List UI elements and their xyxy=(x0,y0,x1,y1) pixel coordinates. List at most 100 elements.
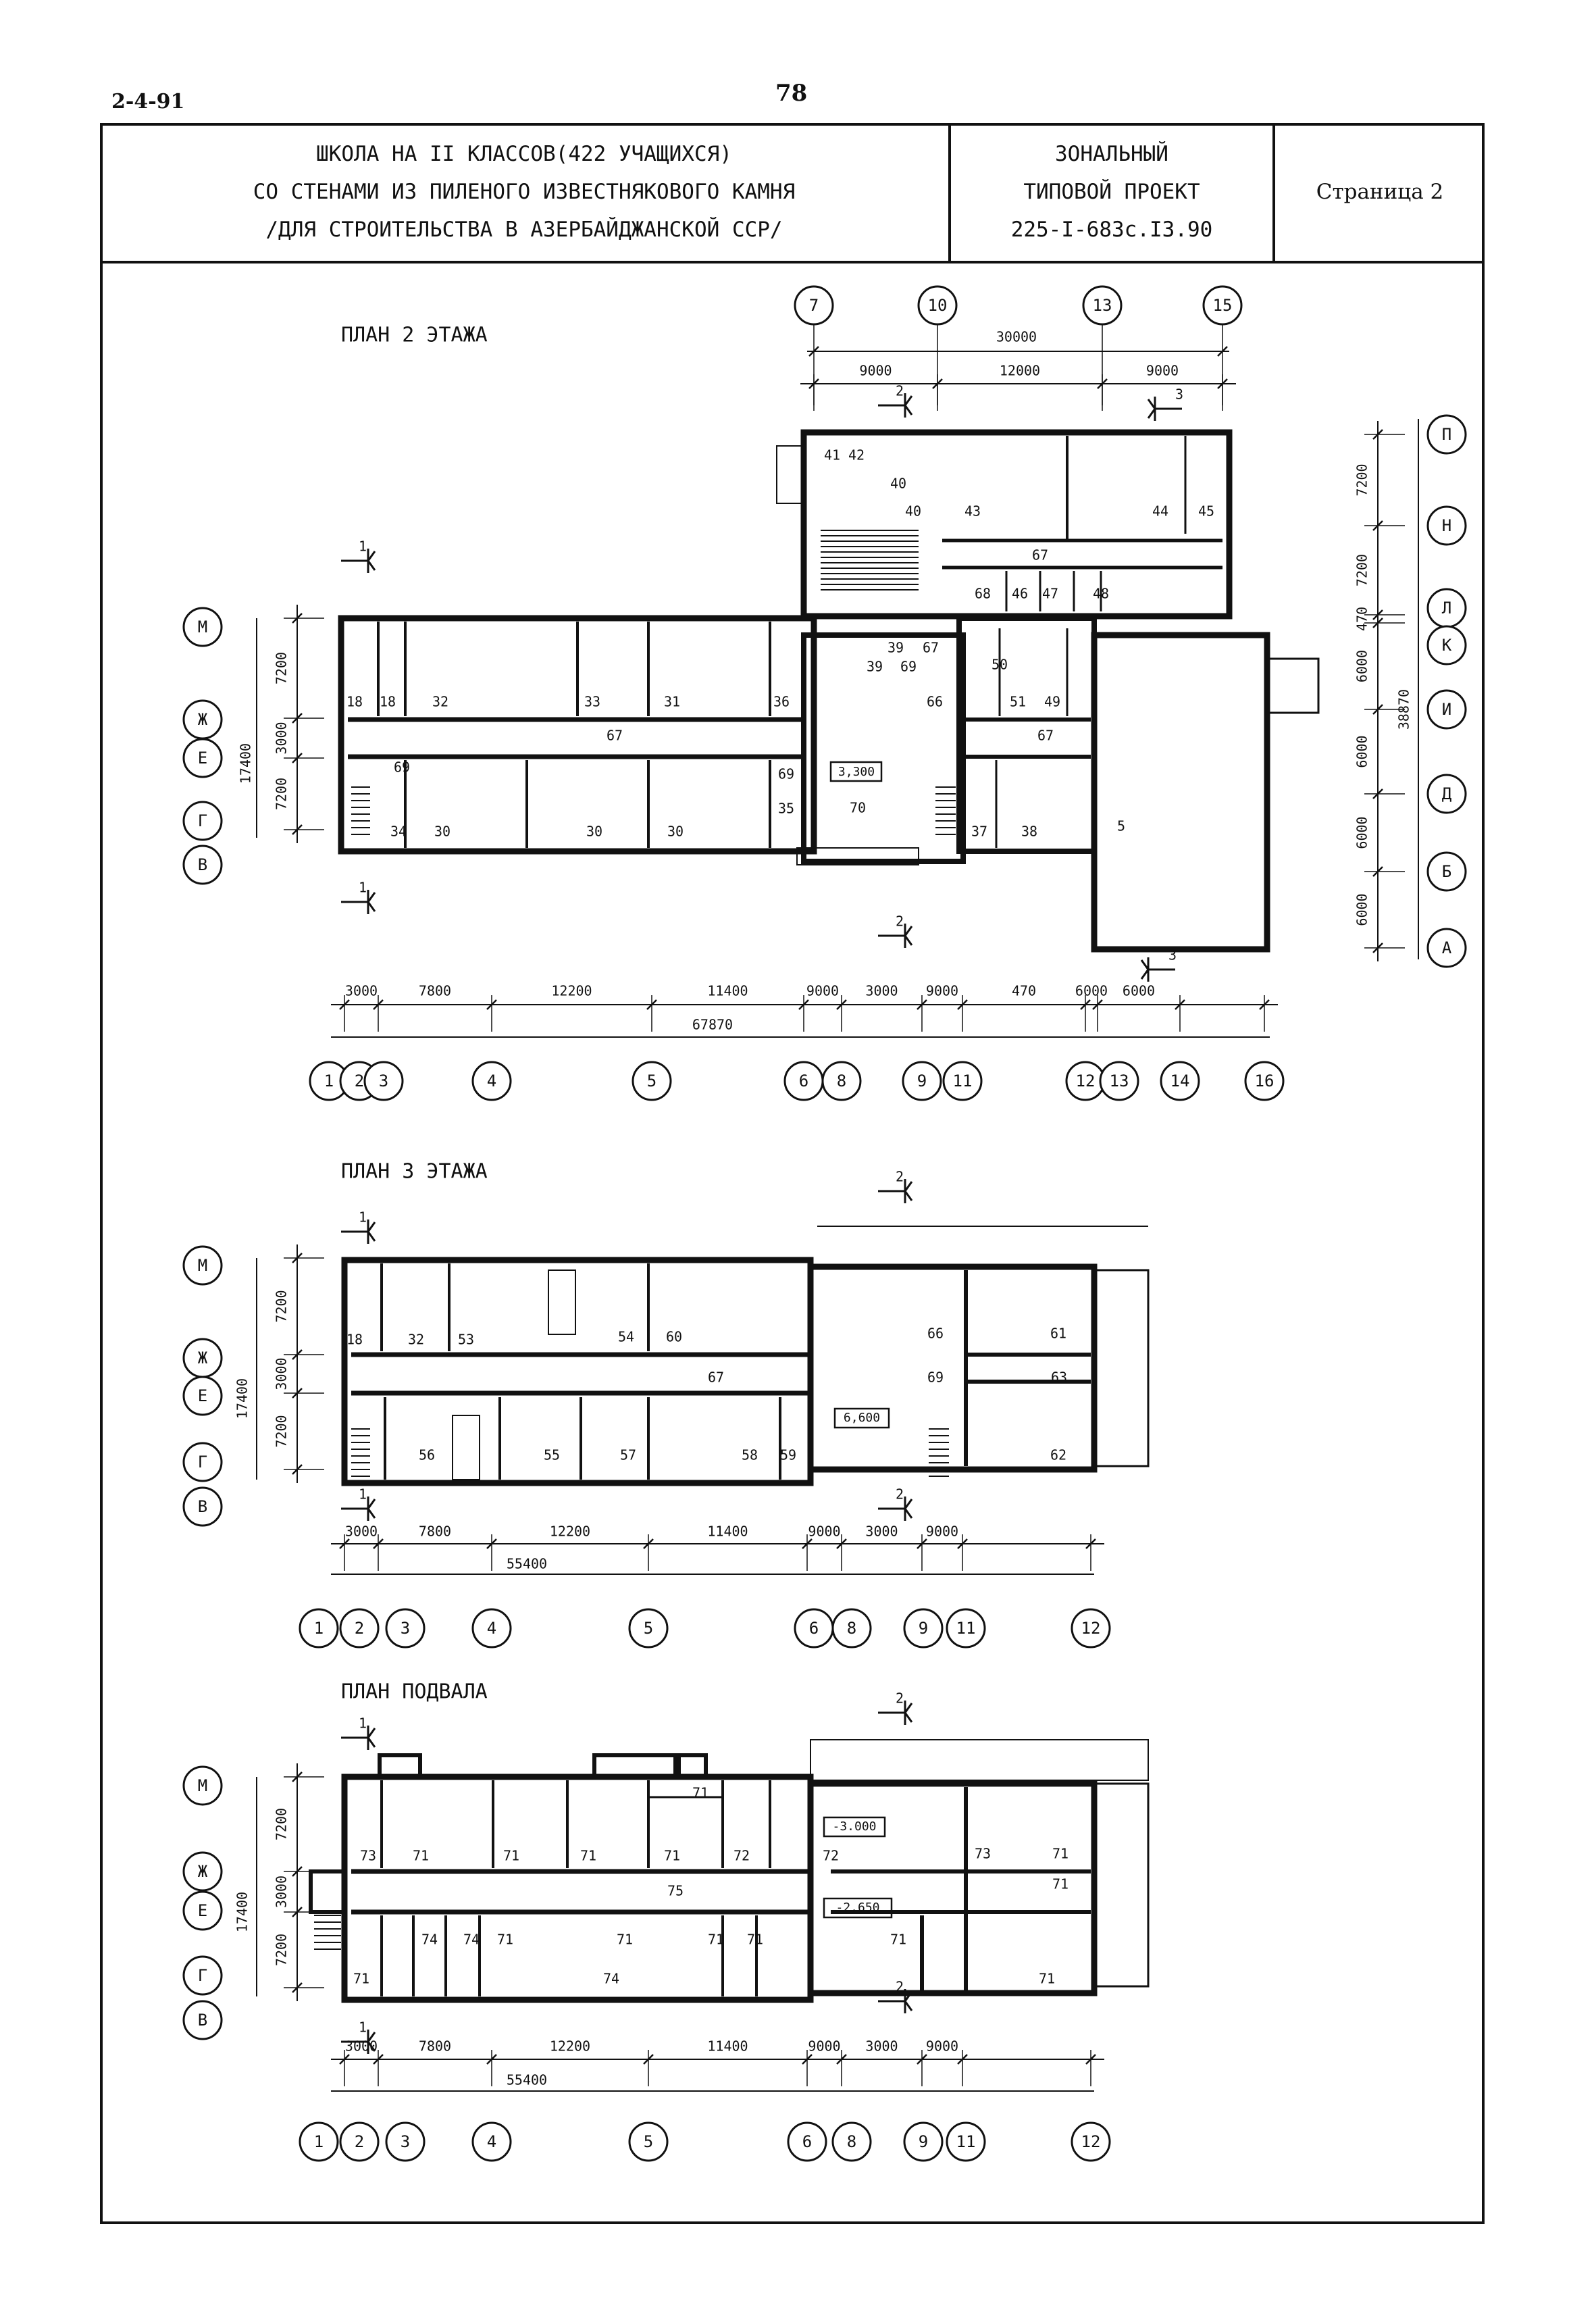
axis-bubble: 2 xyxy=(339,2121,380,2162)
axis-bubble: Л xyxy=(1426,588,1467,628)
section-marker: 1 xyxy=(341,1715,376,1750)
title-block: ШКОЛА НА II КЛАССОВ(422 УЧАЩИХСЯ) СО СТЕ… xyxy=(100,123,1485,263)
axis-circle xyxy=(182,607,223,647)
axis-label: 12 xyxy=(1076,1072,1096,1090)
room-number: 47 xyxy=(1042,586,1058,602)
axis-bubble: 5 xyxy=(628,1608,669,1649)
dim-value: 17400 xyxy=(234,1378,251,1419)
axis-bubble: К xyxy=(1426,625,1467,665)
room-number: 53 xyxy=(458,1332,474,1348)
room-number: 51 xyxy=(1010,694,1026,710)
section-marker: 1 xyxy=(341,538,376,573)
axis-label: 15 xyxy=(1213,296,1233,315)
axis-circle xyxy=(182,738,223,778)
axis-circle xyxy=(182,1851,223,1892)
dim-value: 7800 xyxy=(419,1524,451,1540)
axis-circle xyxy=(385,1608,426,1649)
dim-value: 3000 xyxy=(345,1524,378,1540)
dim-value: 7200 xyxy=(274,1808,290,1840)
room-number: 67 xyxy=(1037,728,1054,744)
axis-circle xyxy=(1426,774,1467,814)
title-line-1: ШКОЛА НА II КЛАССОВ(422 УЧАЩИХСЯ) xyxy=(316,142,732,166)
axis-bubble: Ж xyxy=(182,1338,223,1378)
axis-bubble: 6 xyxy=(787,2121,827,2162)
section-marker: 2 xyxy=(878,1486,913,1521)
axis-bubble: 3 xyxy=(363,1061,404,1101)
section-arrow xyxy=(904,1712,913,1723)
dim-value: 67870 xyxy=(692,1017,733,1033)
axis-label: 9 xyxy=(919,2132,928,2151)
dim-value: 7800 xyxy=(419,983,451,999)
axis-bubble: М xyxy=(182,1245,223,1286)
room-number: 71 xyxy=(353,1971,369,1987)
level-value: 6,600 xyxy=(844,1411,880,1425)
room-number: 69 xyxy=(927,1369,944,1386)
axis-circle xyxy=(182,801,223,841)
room-number: 74 xyxy=(463,1932,480,1948)
section-number: 2 xyxy=(896,1979,904,1995)
section-arrow xyxy=(1140,959,1150,970)
room-number: 71 xyxy=(497,1932,513,1948)
section-arrow xyxy=(904,1508,913,1519)
section-marker: 3 xyxy=(1140,947,1177,982)
axis-circle xyxy=(339,2121,380,2162)
axis-bubble: 8 xyxy=(831,1608,872,1649)
level-mark xyxy=(833,1407,890,1429)
section-arrow xyxy=(904,2001,913,2011)
axis-bubble: Ж xyxy=(182,699,223,740)
axis-bubble: 11 xyxy=(942,1061,983,1101)
section-number: 2 xyxy=(896,1690,904,1707)
room-number: 71 xyxy=(708,1932,724,1948)
outer-stair xyxy=(776,445,803,504)
axis-label: Л xyxy=(1442,599,1451,618)
section-arrow xyxy=(904,1181,913,1192)
axis-bubble: 1 xyxy=(299,2121,339,2162)
exterior-wall xyxy=(338,615,817,855)
axis-label: И xyxy=(1442,700,1451,719)
axis-label: 2 xyxy=(355,1072,364,1090)
room-number: 37 xyxy=(971,824,987,840)
title-line-2: СО СТЕНАМИ ИЗ ПИЛЕНОГО ИЗВЕСТНЯКОВОГО КА… xyxy=(253,180,796,204)
axis-label: Ж xyxy=(198,710,208,729)
dim-tick xyxy=(808,346,819,357)
axis-label: 16 xyxy=(1255,1072,1275,1090)
room-number: 54 xyxy=(618,1329,634,1345)
axis-label: 4 xyxy=(487,1619,496,1638)
dim-value: 9000 xyxy=(926,2038,958,2055)
axis-circle xyxy=(182,1955,223,1996)
dim-value: 7200 xyxy=(1354,554,1370,586)
level-mark xyxy=(823,1816,886,1838)
room-number: 68 xyxy=(975,586,991,602)
room-number: 35 xyxy=(778,801,794,817)
room-number: 5 xyxy=(1117,818,1125,834)
room-number: 70 xyxy=(850,800,866,816)
axis-circle xyxy=(182,1486,223,1527)
dim-value: 9000 xyxy=(808,1524,840,1540)
light-outline xyxy=(810,1739,1149,1781)
axis-label: 13 xyxy=(1110,1072,1129,1090)
dim-value: 3000 xyxy=(865,1524,898,1540)
axis-circle xyxy=(182,1765,223,1806)
axis-circle xyxy=(902,1061,942,1101)
axis-label: 5 xyxy=(644,1619,653,1638)
level-value: -2,650 xyxy=(835,1901,879,1915)
room-number: 45 xyxy=(1198,503,1214,520)
gym-annex xyxy=(1266,657,1320,714)
dim-value: 6000 xyxy=(1075,983,1108,999)
axis-bubble: 9 xyxy=(903,1608,944,1649)
room-number: 75 xyxy=(667,1883,684,1899)
section-marker: 2 xyxy=(878,1690,913,1725)
section-number: 3 xyxy=(1168,947,1177,963)
axis-bubble: 4 xyxy=(471,2121,512,2162)
section-arrow xyxy=(1147,408,1156,419)
section-number: 2 xyxy=(896,913,904,930)
axis-bubble: Б xyxy=(1426,851,1467,892)
exterior-wall xyxy=(341,1257,814,1486)
dim-value: 17400 xyxy=(234,1892,251,1932)
dim-value: 9000 xyxy=(859,363,892,379)
room-number: 71 xyxy=(580,1848,596,1864)
axis-circle xyxy=(787,2121,827,2162)
room-number: 66 xyxy=(927,1326,944,1342)
room-number: 18 xyxy=(380,694,396,710)
axis-circle xyxy=(1426,505,1467,546)
